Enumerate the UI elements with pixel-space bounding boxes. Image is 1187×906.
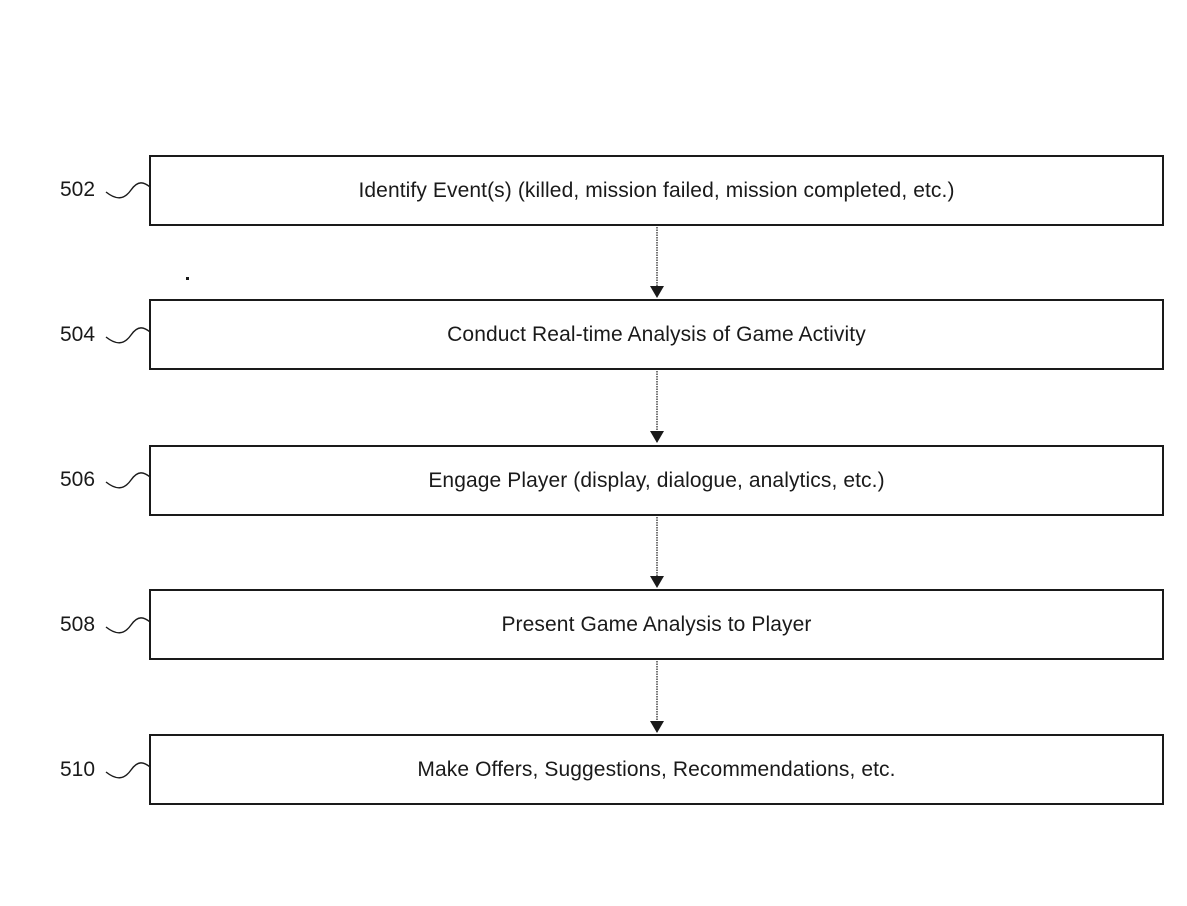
ref-label-504: 504: [60, 323, 96, 346]
leader-squiggle-506: [105, 472, 151, 489]
ref-label-508: 508: [60, 613, 96, 636]
step-text-504: Conduct Real-time Analysis of Game Activ…: [447, 322, 866, 346]
stray-dot: [186, 277, 189, 280]
step-text-506: Engage Player (display, dialogue, analyt…: [428, 468, 885, 492]
leader-squiggle-510: [105, 762, 151, 779]
ref-label-510: 510: [60, 758, 96, 781]
step-text-510: Make Offers, Suggestions, Recommendation…: [417, 757, 896, 781]
ref-label-506: 506: [60, 468, 96, 491]
ref-label-502: 502: [60, 178, 96, 201]
step-box-502: Identify Event(s) (killed, mission faile…: [149, 155, 1164, 226]
step-box-504: Conduct Real-time Analysis of Game Activ…: [149, 299, 1164, 370]
step-box-506: Engage Player (display, dialogue, analyt…: [149, 445, 1164, 516]
leader-squiggle-508: [105, 617, 151, 634]
step-text-502: Identify Event(s) (killed, mission faile…: [358, 178, 955, 202]
step-text-508: Present Game Analysis to Player: [501, 612, 812, 636]
leader-squiggle-502: [105, 182, 151, 199]
step-box-510: Make Offers, Suggestions, Recommendation…: [149, 734, 1164, 805]
leader-squiggle-504: [105, 327, 151, 344]
step-box-508: Present Game Analysis to Player: [149, 589, 1164, 660]
